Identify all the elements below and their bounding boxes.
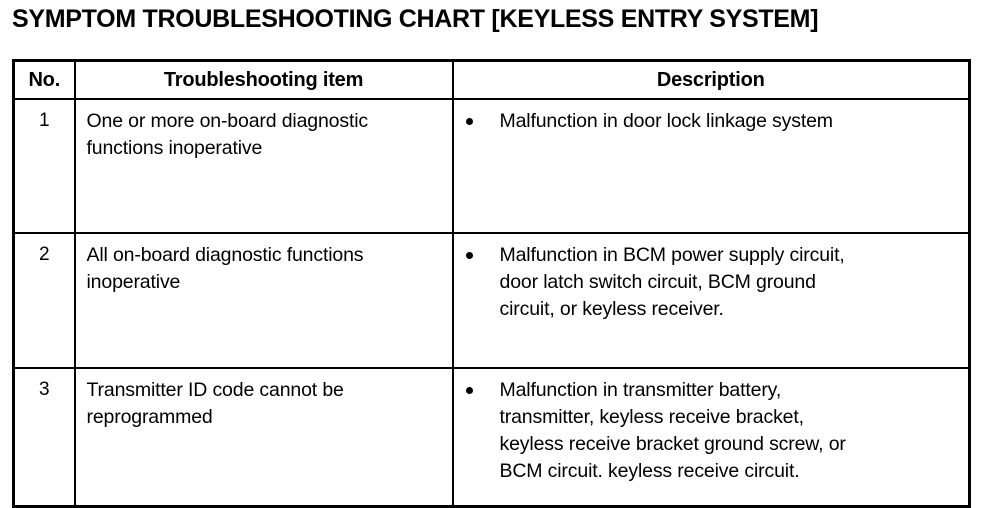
row-description: Malfunction in transmitter battery, tran… xyxy=(451,367,971,508)
list-item: Malfunction in BCM power supply circuit,… xyxy=(454,242,961,323)
row-troubleshooting-item: One or more on-board diagnostic function… xyxy=(73,98,454,234)
table-header-row: No. Troubleshooting item Description xyxy=(12,59,971,100)
table-row: 1 One or more on-board diagnostic functi… xyxy=(12,98,971,234)
description-bullet-list: Malfunction in door lock linkage system xyxy=(454,108,961,135)
description-text: Malfunction in BCM power supply circuit,… xyxy=(499,244,845,320)
column-header-troubleshooting-item: Troubleshooting item xyxy=(73,59,454,100)
row-description: Malfunction in BCM power supply circuit,… xyxy=(451,232,971,369)
table-body: 1 One or more on-board diagnostic functi… xyxy=(12,98,971,508)
column-header-description: Description xyxy=(451,59,971,100)
column-header-no: No. xyxy=(12,59,76,100)
description-bullet-list: Malfunction in transmitter battery, tran… xyxy=(454,377,961,485)
troubleshooting-chart-page: SYMPTOM TROUBLESHOOTING CHART [KEYLESS E… xyxy=(12,5,971,508)
bullet-icon xyxy=(465,118,473,125)
page-title: SYMPTOM TROUBLESHOOTING CHART [KEYLESS E… xyxy=(12,5,819,33)
table-header: No. Troubleshooting item Description xyxy=(12,59,971,100)
description-text: Malfunction in door lock linkage system xyxy=(499,110,834,132)
bullet-icon xyxy=(465,387,473,394)
bullet-icon xyxy=(465,252,473,259)
row-number: 2 xyxy=(12,232,76,369)
list-item: Malfunction in door lock linkage system xyxy=(454,108,961,135)
description-bullet-list: Malfunction in BCM power supply circuit,… xyxy=(454,242,961,323)
row-troubleshooting-item: All on-board diagnostic functions inoper… xyxy=(73,232,454,369)
row-number: 1 xyxy=(12,98,76,234)
table-row: 2 All on-board diagnostic functions inop… xyxy=(12,232,971,369)
list-item: Malfunction in transmitter battery, tran… xyxy=(454,377,961,485)
table-row: 3 Transmitter ID code cannot be reprogra… xyxy=(12,367,971,508)
description-text: Malfunction in transmitter battery, tran… xyxy=(499,379,846,482)
row-number: 3 xyxy=(12,367,76,508)
troubleshooting-table-wrapper: No. Troubleshooting item Description 1 O… xyxy=(12,59,971,508)
row-troubleshooting-item: Transmitter ID code cannot be reprogramm… xyxy=(73,367,454,508)
row-description: Malfunction in door lock linkage system xyxy=(451,98,971,234)
troubleshooting-table: No. Troubleshooting item Description 1 O… xyxy=(12,59,971,508)
